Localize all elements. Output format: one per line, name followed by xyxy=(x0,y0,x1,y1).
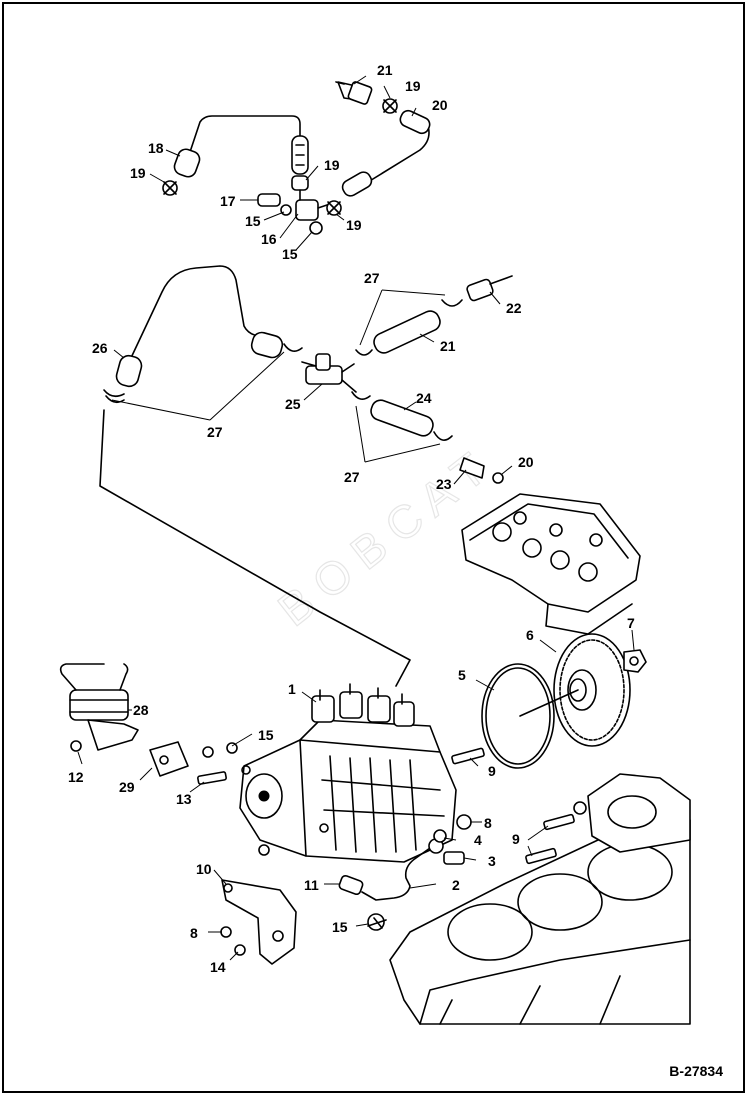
callout-13: 13 xyxy=(176,791,192,807)
callout-labels: 21 19 20 18 19 19 17 15 19 16 15 27 22 2… xyxy=(68,62,635,975)
callout-21-mid: 21 xyxy=(440,338,456,354)
callout-8-b: 8 xyxy=(190,925,198,941)
studs xyxy=(197,747,575,865)
callout-11: 11 xyxy=(304,877,319,893)
callout-19-left: 19 xyxy=(130,165,146,181)
callout-24: 24 xyxy=(416,390,432,406)
cylinder-head xyxy=(461,493,641,635)
callout-3: 3 xyxy=(488,853,496,869)
feed-pump xyxy=(59,663,139,752)
svg-text:B O B C A T: B O B C A T xyxy=(268,443,495,636)
gear-nut xyxy=(623,649,647,673)
callout-26: 26 xyxy=(92,340,108,356)
callout-17: 17 xyxy=(220,193,236,209)
callout-1: 1 xyxy=(288,681,296,697)
callout-6: 6 xyxy=(526,627,534,643)
callout-27-bottom: 27 xyxy=(344,469,360,485)
callout-29: 29 xyxy=(119,779,135,795)
callout-2: 2 xyxy=(452,877,460,893)
callout-27-top: 27 xyxy=(364,270,380,286)
callout-9-b: 9 xyxy=(512,831,520,847)
callout-8-a: 8 xyxy=(484,815,492,831)
reference-code: B-27834 xyxy=(669,1063,723,1079)
watermark: B O B C A T xyxy=(268,442,496,636)
callout-20-top: 20 xyxy=(432,97,448,113)
callout-10: 10 xyxy=(196,861,212,877)
callout-15-a: 15 xyxy=(245,213,261,229)
callout-23: 23 xyxy=(436,476,452,492)
idler-gear xyxy=(519,633,631,747)
injection-line xyxy=(338,838,465,931)
feed-pump-gasket xyxy=(149,741,189,777)
leader-lines xyxy=(77,75,635,961)
engine-block xyxy=(389,773,691,1025)
middle-fuel-line-assembly xyxy=(99,265,513,687)
callout-25: 25 xyxy=(285,396,301,412)
bracket xyxy=(220,879,297,965)
callout-18: 18 xyxy=(148,140,164,156)
callout-5: 5 xyxy=(458,667,466,683)
o-ring xyxy=(481,663,555,769)
callout-16: 16 xyxy=(261,231,277,247)
callout-21-top: 21 xyxy=(377,62,393,78)
callout-19-right: 19 xyxy=(346,217,362,233)
callout-15-c: 15 xyxy=(258,727,274,743)
callout-12: 12 xyxy=(68,769,84,785)
callout-15-d: 15 xyxy=(332,919,348,935)
top-fuel-line-assembly xyxy=(162,81,431,235)
callout-7: 7 xyxy=(627,615,635,631)
injection-pump xyxy=(239,683,457,863)
callout-9-a: 9 xyxy=(488,763,496,779)
callout-14: 14 xyxy=(210,959,226,975)
callout-4: 4 xyxy=(474,832,482,848)
callout-19-top: 19 xyxy=(405,78,421,94)
callout-22: 22 xyxy=(506,300,522,316)
callout-19-mid: 19 xyxy=(324,157,340,173)
callout-20-mid: 20 xyxy=(518,454,534,470)
callout-28: 28 xyxy=(133,702,149,718)
callout-15-b: 15 xyxy=(282,246,298,262)
nuts-and-washers xyxy=(202,742,472,843)
callout-27-left: 27 xyxy=(207,424,223,440)
